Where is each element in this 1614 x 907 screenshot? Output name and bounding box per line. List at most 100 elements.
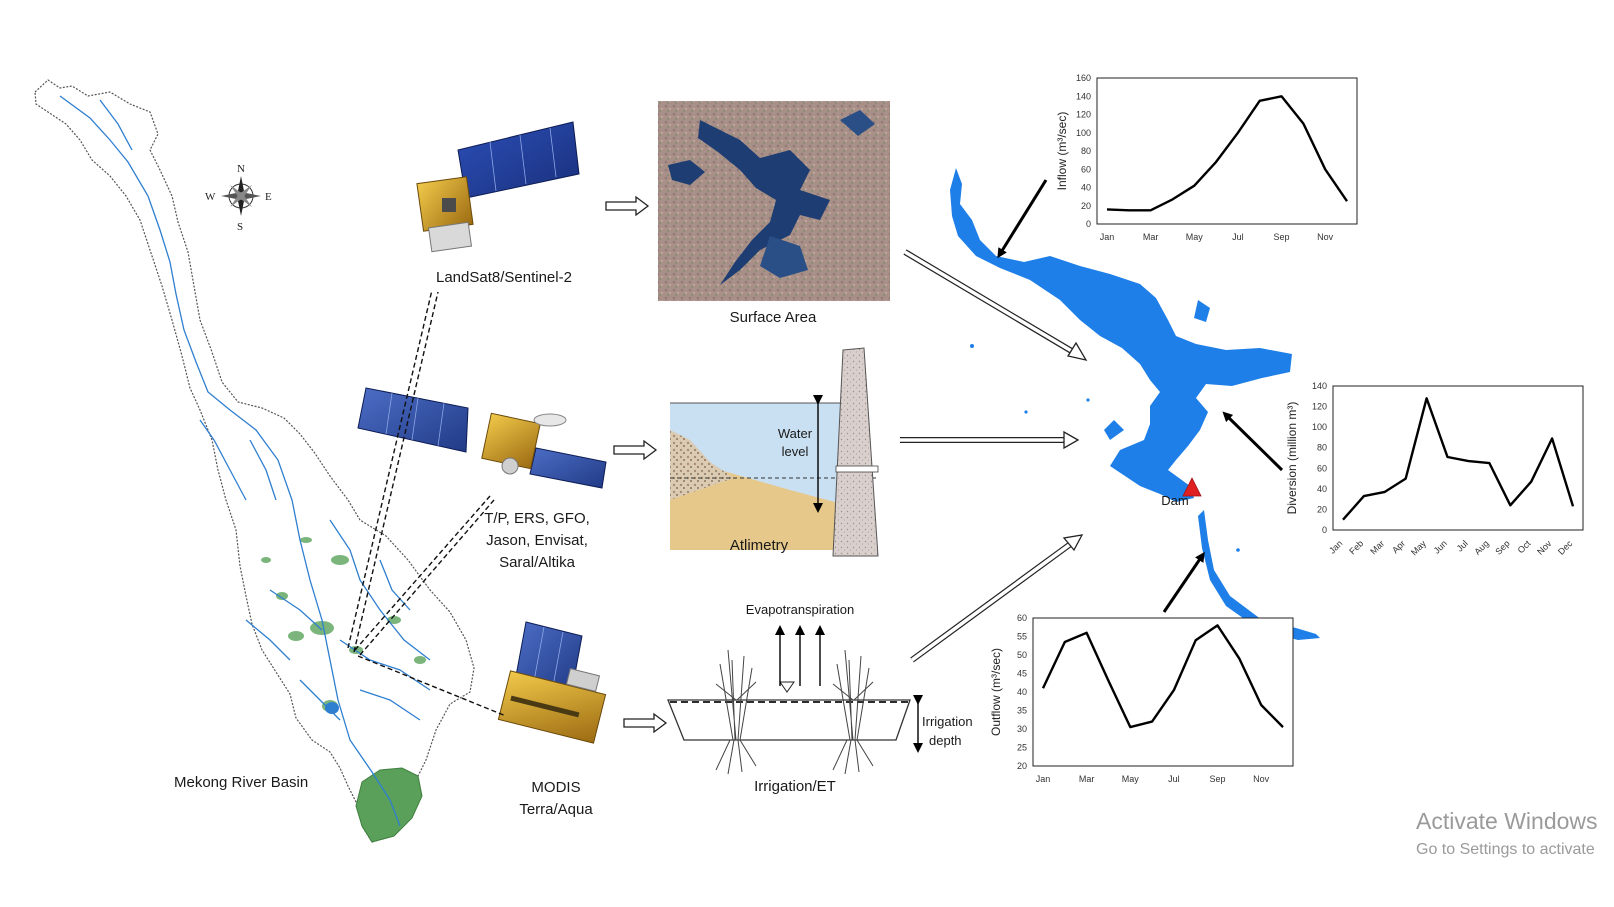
diversion-xtick-label: May bbox=[1409, 538, 1428, 557]
outflow-xtick-label: Jan bbox=[1036, 774, 1051, 784]
reservoir-map bbox=[950, 168, 1320, 640]
chart-pointer-arrows bbox=[997, 179, 1284, 613]
inflow-ytick-label: 140 bbox=[1076, 91, 1091, 101]
irrigation-depth-label-line2: depth bbox=[929, 733, 962, 748]
diversion-xtick-label: Jun bbox=[1432, 538, 1449, 555]
mekong-basin-map: Mekong River Basin bbox=[34, 79, 475, 843]
outflow-series-line bbox=[1041, 624, 1284, 729]
outflow-xtick-label: May bbox=[1122, 774, 1140, 784]
outflow-ytick-label: 60 bbox=[1017, 613, 1027, 623]
irrigation-depth-label-line1: Irrigation bbox=[922, 714, 973, 729]
evapotranspiration-label: Evapotranspiration bbox=[746, 602, 854, 617]
inflow-xtick-label: Jan bbox=[1100, 232, 1115, 242]
delta-region bbox=[355, 767, 423, 843]
inflow-plot-frame bbox=[1096, 77, 1358, 225]
outflow-ytick-label: 30 bbox=[1017, 724, 1027, 734]
altimetry-sats-line2: Jason, Envisat, bbox=[486, 532, 588, 549]
surface-area-label: Surface Area bbox=[730, 309, 817, 326]
compass-e-label: E bbox=[265, 191, 272, 203]
modis-satellite-icon bbox=[497, 621, 607, 744]
satellite-link-lines bbox=[347, 289, 507, 717]
diversion-xtick-label: Mar bbox=[1368, 538, 1386, 556]
diversion-ylabel: Diversion (million m³) bbox=[1285, 402, 1299, 515]
diversion-ytick-label: 60 bbox=[1317, 463, 1327, 473]
outflow-ytick-label: 40 bbox=[1017, 687, 1027, 697]
inflow-xtick-label: May bbox=[1186, 232, 1204, 242]
modis-label-line2: Terra/Aqua bbox=[519, 801, 593, 818]
irrigation-diagram bbox=[667, 625, 923, 775]
diversion-ytick-label: 20 bbox=[1317, 504, 1327, 514]
outflow-ytick-label: 55 bbox=[1017, 632, 1027, 642]
compass-n-label: N bbox=[237, 163, 245, 175]
inflow-ytick-label: 20 bbox=[1081, 201, 1091, 211]
modis-label-line1: MODIS bbox=[531, 779, 580, 796]
diversion-ytick-label: 0 bbox=[1322, 525, 1327, 535]
watermark-line2: Go to Settings to activate bbox=[1416, 841, 1595, 858]
outflow-xtick-label: Nov bbox=[1253, 774, 1270, 784]
diversion-xtick-label: Aug bbox=[1472, 538, 1490, 556]
diversion-xtick-label: Jan bbox=[1327, 538, 1344, 555]
tonle-sap-lake bbox=[325, 702, 339, 714]
altimetry-sats-line1: T/P, ERS, GFO, bbox=[484, 510, 590, 527]
compass-rose-icon: N S E W bbox=[205, 163, 272, 233]
outflow-ytick-label: 45 bbox=[1017, 669, 1027, 679]
diversion-xtick-label: Dec bbox=[1556, 538, 1575, 557]
outflow-ytick-label: 20 bbox=[1017, 761, 1027, 771]
inflow-ytick-label: 120 bbox=[1076, 110, 1091, 120]
inflow-ytick-label: 160 bbox=[1076, 73, 1091, 83]
water-level-label-line2: level bbox=[782, 444, 809, 459]
rice-plant-right-icon bbox=[832, 649, 874, 775]
surface-area-image bbox=[658, 101, 890, 301]
diversion-ytick-label: 120 bbox=[1312, 402, 1327, 412]
inflow-ytick-label: 40 bbox=[1081, 183, 1091, 193]
diversion-xtick-label: Apr bbox=[1390, 538, 1407, 555]
dam-marker-icon bbox=[1182, 477, 1202, 497]
altimetry-diagram bbox=[670, 347, 879, 557]
inflow-ytick-label: 60 bbox=[1081, 164, 1091, 174]
landsat-label: LandSat8/Sentinel-2 bbox=[436, 269, 572, 286]
diversion-xtick-label: Feb bbox=[1347, 538, 1365, 556]
diversion-xtick-label: Sep bbox=[1493, 538, 1511, 556]
diversion-ytick-label: 80 bbox=[1317, 443, 1327, 453]
compass-s-label: S bbox=[237, 221, 243, 233]
outflow-xtick-label: Sep bbox=[1210, 774, 1226, 784]
outflow-ytick-label: 50 bbox=[1017, 650, 1027, 660]
watermark-line1: Activate Windows bbox=[1416, 808, 1598, 834]
diversion-xtick-label: Nov bbox=[1535, 538, 1554, 557]
dam-label: Dam bbox=[1161, 493, 1188, 508]
inflow-xtick-label: Nov bbox=[1317, 232, 1334, 242]
water-table-icon bbox=[779, 681, 795, 693]
inflow-ylabel: Inflow (m³/sec) bbox=[1055, 112, 1069, 191]
diversion-ytick-label: 40 bbox=[1317, 484, 1327, 494]
inflow-ytick-label: 100 bbox=[1076, 128, 1091, 138]
diversion-xtick-label: Oct bbox=[1516, 538, 1533, 555]
inflow-xtick-label: Jul bbox=[1232, 232, 1244, 242]
basin-outline bbox=[34, 79, 475, 843]
reservoir-input-arrows bbox=[900, 249, 1088, 663]
outflow-ylabel: Outflow (m³/sec) bbox=[989, 648, 1003, 736]
compass-w-label: W bbox=[205, 191, 216, 203]
altimetry-satellite-icon bbox=[357, 387, 607, 489]
process-arrows bbox=[605, 195, 668, 734]
rice-plant-left-icon bbox=[715, 649, 757, 775]
river-network bbox=[59, 95, 431, 827]
altimetry-label: Atlimetry bbox=[730, 537, 789, 554]
diversion-ytick-label: 140 bbox=[1312, 381, 1327, 391]
inflow-series-line bbox=[1106, 95, 1348, 212]
inflow-xtick-label: Sep bbox=[1274, 232, 1290, 242]
irrigation-et-label: Irrigation/ET bbox=[754, 778, 836, 795]
inflow-ytick-label: 0 bbox=[1086, 219, 1091, 229]
outflow-plot-frame bbox=[1032, 617, 1294, 767]
altimetry-sats-line3: Saral/Altika bbox=[499, 554, 576, 571]
outflow-xtick-label: Mar bbox=[1079, 774, 1095, 784]
water-level-label-line1: Water bbox=[778, 426, 813, 441]
inflow-xtick-label: Mar bbox=[1143, 232, 1159, 242]
basin-label: Mekong River Basin bbox=[174, 774, 308, 791]
outflow-ytick-label: 35 bbox=[1017, 706, 1027, 716]
landsat-satellite-icon bbox=[416, 121, 580, 253]
diversion-series-line bbox=[1342, 397, 1575, 521]
